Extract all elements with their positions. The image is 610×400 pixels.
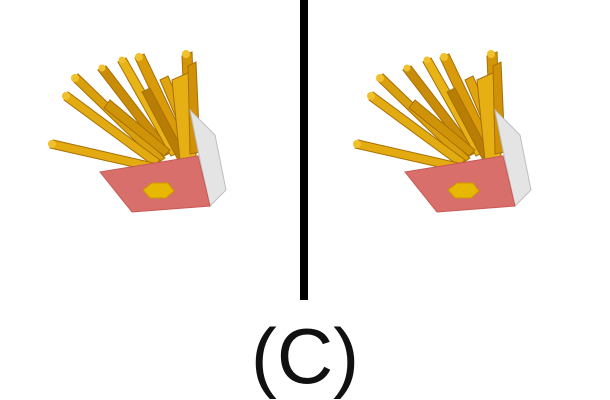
right-panel bbox=[305, 0, 610, 300]
french-fries-icon bbox=[48, 50, 227, 213]
center-divider bbox=[300, 0, 308, 300]
french-fries-icon bbox=[353, 50, 532, 213]
figure-caption: (C) bbox=[250, 312, 360, 400]
left-panel bbox=[0, 0, 305, 300]
